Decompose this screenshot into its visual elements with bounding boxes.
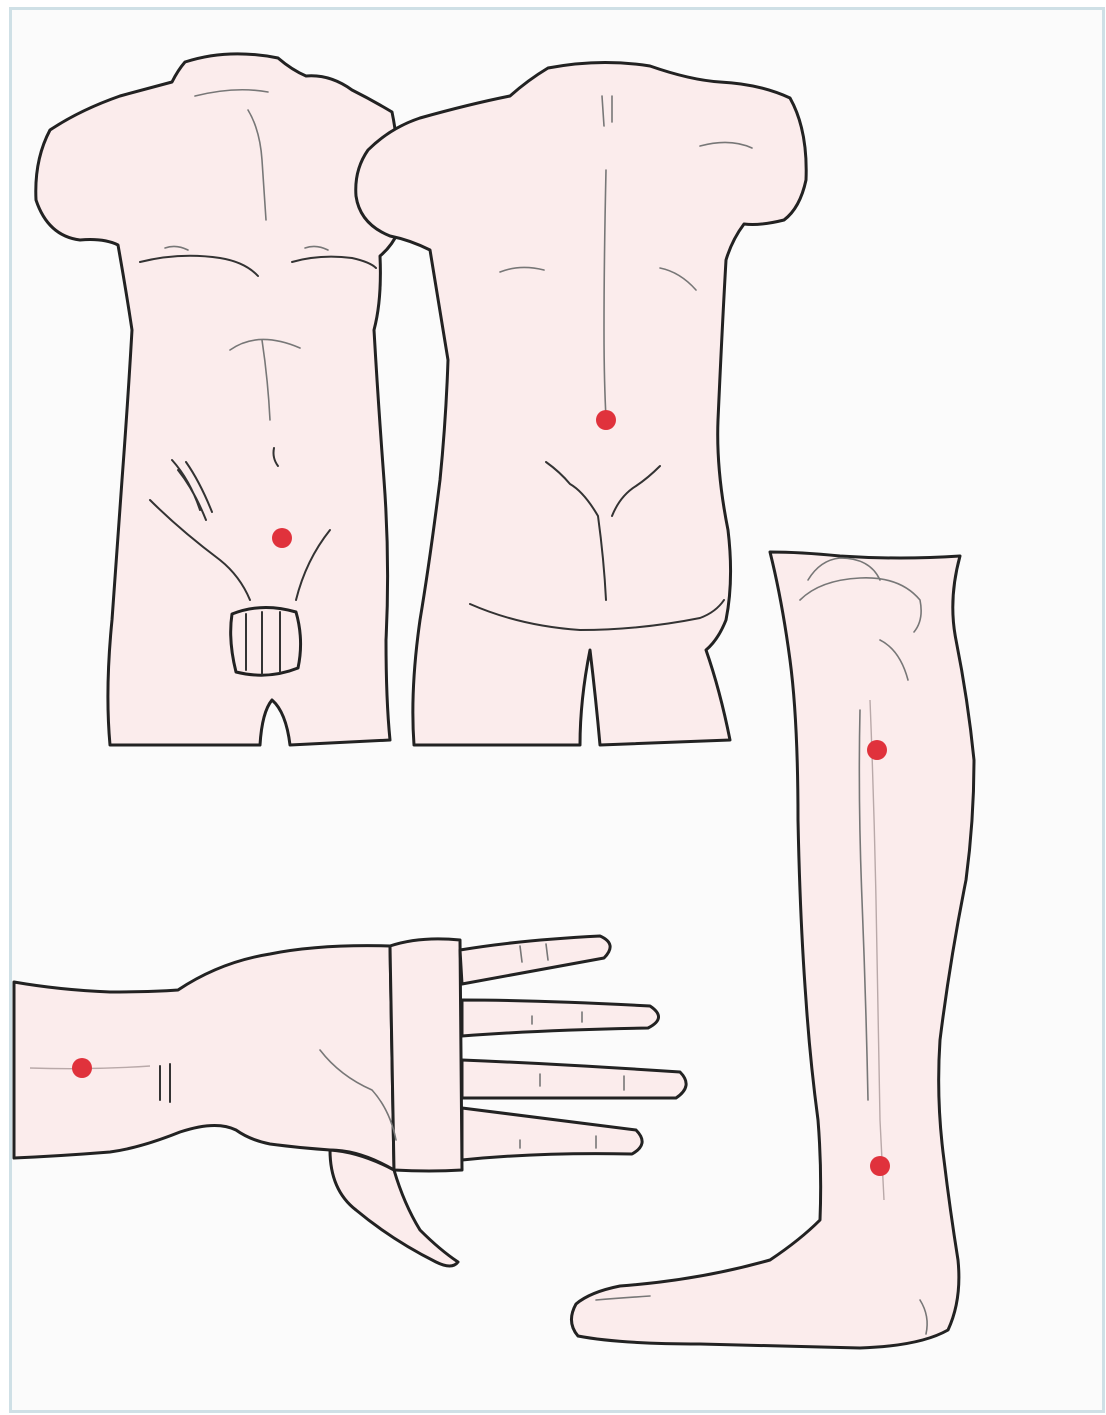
lower-back-point	[596, 410, 616, 430]
front-hand	[231, 607, 301, 675]
upper-shin-point	[867, 740, 887, 760]
forearm-point	[72, 1058, 92, 1078]
abdomen-front-point	[272, 528, 292, 548]
lower-shin-point	[870, 1156, 890, 1176]
palm-outline	[390, 939, 462, 1171]
